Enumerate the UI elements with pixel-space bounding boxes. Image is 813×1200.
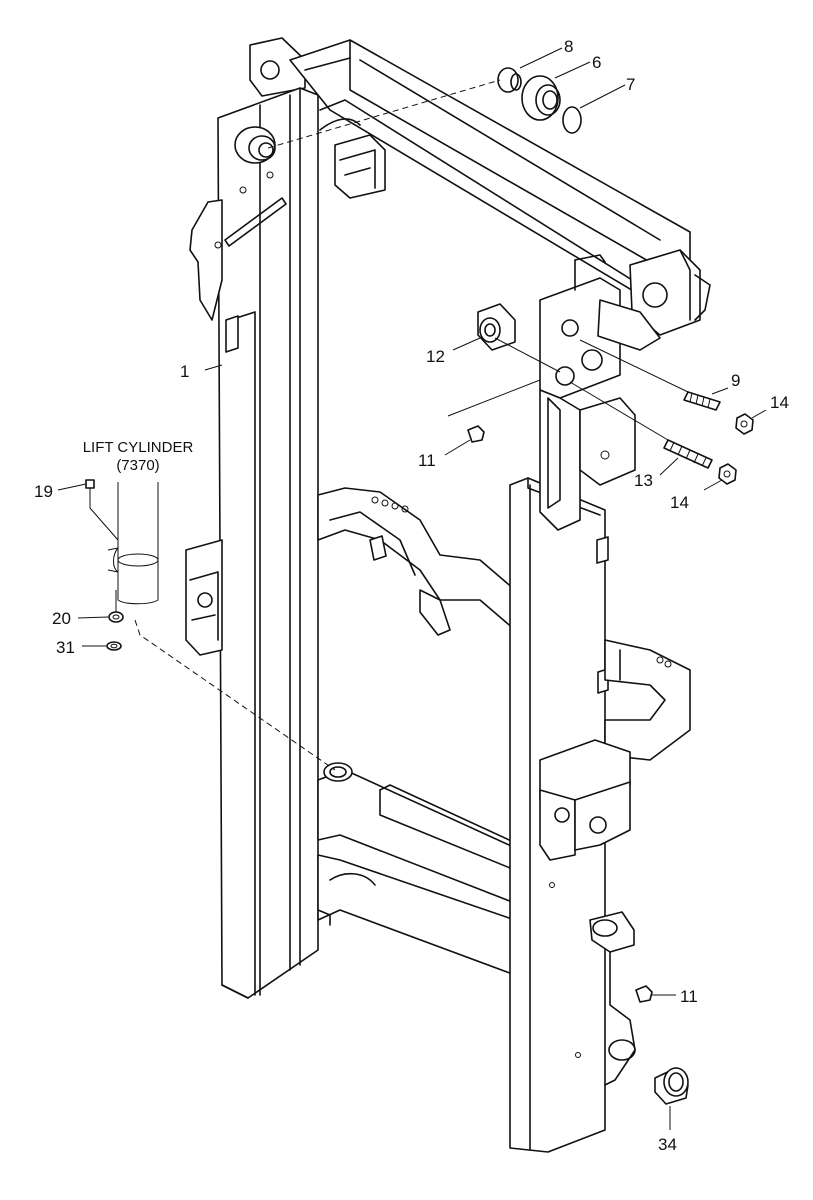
label-part-12: 12 xyxy=(426,347,445,366)
middle-crossmember xyxy=(317,487,516,636)
leader-lines xyxy=(57,47,767,1130)
left-lower-bracket xyxy=(185,539,223,656)
bolt-part-9 xyxy=(683,391,721,411)
bolt-part-13 xyxy=(663,439,713,469)
label-part-13: 13 xyxy=(634,471,653,490)
label-part-19: 19 xyxy=(34,482,53,501)
label-part-14-upper: 14 xyxy=(770,393,789,412)
roller-part-12 xyxy=(477,303,516,351)
label-part-6: 6 xyxy=(592,53,601,72)
grease-fitting-upper xyxy=(467,425,485,443)
top-crossmember xyxy=(249,37,711,336)
label-part-14-lower: 14 xyxy=(670,493,689,512)
snap-ring-part-7 xyxy=(562,106,582,134)
nut-part-14-upper xyxy=(735,413,754,435)
bushing-part-8 xyxy=(497,67,519,93)
bolt-part-19 xyxy=(85,479,119,541)
label-part-31: 31 xyxy=(56,638,75,657)
label-part-20: 20 xyxy=(52,609,71,628)
nut-part-14-lower xyxy=(718,463,737,485)
right-cross-arm xyxy=(539,639,691,861)
lift-cylinder-outline xyxy=(107,482,159,605)
inner-right-rail xyxy=(539,254,661,531)
washer-part-31 xyxy=(106,641,122,651)
bottom-crossmember xyxy=(317,762,521,976)
label-part-8: 8 xyxy=(564,37,573,56)
washer-part-20 xyxy=(108,611,124,623)
lift-cylinder-ref: (7370) xyxy=(116,457,159,474)
top-pivot-parts xyxy=(497,67,582,134)
label-part-1: 1 xyxy=(180,362,189,381)
bushing-part-34 xyxy=(654,1067,689,1105)
assembly-lines xyxy=(115,79,689,771)
grease-fitting-lower xyxy=(635,985,653,1003)
label-part-9: 9 xyxy=(731,371,740,390)
label-part-11-lower: 11 xyxy=(680,987,698,1006)
lift-cylinder-title: LIFT CYLINDER xyxy=(83,439,194,456)
label-part-11-upper: 11 xyxy=(418,451,436,470)
label-part-7: 7 xyxy=(626,75,635,94)
label-part-34: 34 xyxy=(658,1135,677,1154)
left-rail xyxy=(189,87,319,999)
